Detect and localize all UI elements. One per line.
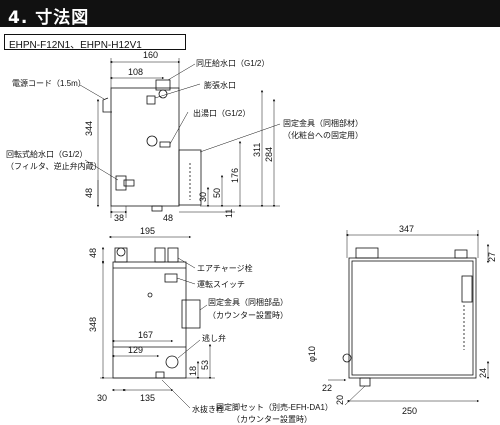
dim-11: 11 (224, 209, 234, 218)
label-drain-plug: 水抜き栓 (192, 404, 224, 414)
dim-135: 135 (140, 393, 155, 403)
dim-phi10: φ10 (307, 346, 317, 362)
dim-48a: 48 (84, 188, 94, 198)
power-cord-line (102, 97, 112, 113)
top-view-labels: 固定脚セット（別売-EFH-DA1） （カウンター設置時） (216, 385, 366, 424)
top-side-fitting (461, 275, 473, 303)
label-fix-bracket-2b: （カウンター設置時） (208, 310, 288, 320)
label-expansion: 膨張水口 (204, 80, 236, 90)
section-title: 4. 寸法図 (8, 8, 90, 28)
label-fix-bracket-2: 固定金具（同梱部品） (208, 297, 288, 307)
dim-348: 348 (88, 317, 98, 332)
label-fix-bracket-1b: （化粧台への固定用） (283, 130, 363, 140)
pressure-inlet-circle (158, 89, 168, 99)
dim-30a: 30 (198, 192, 208, 202)
label-fix-feet-b: （カウンター設置時） (232, 414, 312, 424)
label-rotary-inlet: 回転式給水口（G1/2） (6, 149, 87, 159)
rotary-inlet-pipe (123, 179, 135, 187)
label-rotary-inlet-b: （フィルタ、逆止弁内蔵） (6, 161, 102, 171)
dim-50: 50 (212, 188, 222, 198)
dim-344: 344 (84, 121, 94, 136)
dim-20: 20 (335, 395, 345, 405)
top-view (342, 247, 477, 387)
dim-311: 311 (252, 143, 262, 157)
label-hot-outlet: 出湯口（G1/2） (193, 108, 250, 118)
front-top-fitting-b (167, 247, 179, 263)
label-pressure-inlet: 同圧給水口（G1/2） (196, 58, 269, 68)
side-view-dim-lines (96, 58, 280, 218)
top-fitting-a (355, 247, 379, 259)
side-view-dims: 160 108 344 48 311 284 176 50 30 38 48 1… (84, 50, 274, 223)
air-plug-fitting (114, 247, 128, 263)
side-view (102, 79, 202, 212)
front-view-labels: エアチャージ栓 運転スイッチ 固定金具（同梱部品） （カウンター設置時） 逃し弁… (161, 257, 288, 414)
dim-160: 160 (143, 50, 158, 60)
dim-27: 27 (487, 252, 497, 262)
dim-129: 129 (128, 345, 143, 355)
top-view-body (348, 257, 477, 379)
front-top-fitting-a (154, 247, 166, 263)
fix-bracket-front (181, 299, 201, 329)
dim-22: 22 (322, 383, 332, 393)
top-foot (359, 377, 371, 387)
dim-48c: 48 (88, 248, 98, 258)
top-fitting-b (454, 249, 468, 259)
model-label: EHPN-F12N1、EHPN-H12V1 (9, 40, 142, 51)
dim-167: 167 (138, 330, 153, 340)
hot-outlet-circle (146, 135, 158, 147)
expansion-fitting (146, 95, 156, 105)
front-view-body (112, 261, 187, 379)
model-box: EHPN-F12N1、EHPN-H12V1 (4, 34, 186, 51)
foot-hole-circle (342, 353, 352, 363)
hot-outlet-pipe (159, 141, 171, 148)
front-indicator (147, 292, 153, 298)
front-view-dims: 195 48 348 167 129 18 53 30 135 (88, 226, 210, 403)
dim-48b: 48 (163, 213, 173, 223)
dim-284: 284 (264, 147, 274, 162)
fix-bracket-side (178, 149, 202, 206)
dim-18: 18 (188, 366, 198, 376)
front-view-dim-lines (100, 235, 215, 392)
dim-24: 24 (478, 368, 488, 378)
dim-176: 176 (230, 168, 240, 183)
side-view-labels: 同圧給水口（G1/2） 膨張水口 出湯口（G1/2） 固定金具（同梱部材） （化… (6, 58, 363, 181)
label-power-cord: 電源コード（1.5m） (12, 79, 86, 88)
dim-195: 195 (140, 226, 155, 236)
section-header: 4. 寸法図 (0, 0, 500, 28)
side-foot (151, 205, 163, 212)
dim-30b: 30 (97, 393, 107, 403)
top-view-dims: 347 27 φ10 22 20 24 250 (307, 224, 497, 416)
label-return-valve: 逃し弁 (202, 333, 226, 343)
dim-38: 38 (114, 213, 124, 223)
dim-53: 53 (200, 360, 210, 370)
dim-108: 108 (128, 67, 143, 77)
label-run-switch: 運転スイッチ (197, 280, 245, 289)
label-fix-bracket-1: 固定金具（同梱部材） (283, 118, 363, 128)
dim-250: 250 (402, 406, 417, 416)
return-valve-circle (165, 355, 179, 369)
label-air-plug: エアチャージ栓 (197, 263, 253, 273)
top-view-dim-lines (328, 230, 490, 403)
front-view (112, 247, 201, 379)
rotary-inlet-fitting (115, 175, 127, 191)
label-fix-feet: 固定脚セット（別売-EFH-DA1） (216, 402, 333, 412)
dim-347: 347 (399, 224, 414, 234)
